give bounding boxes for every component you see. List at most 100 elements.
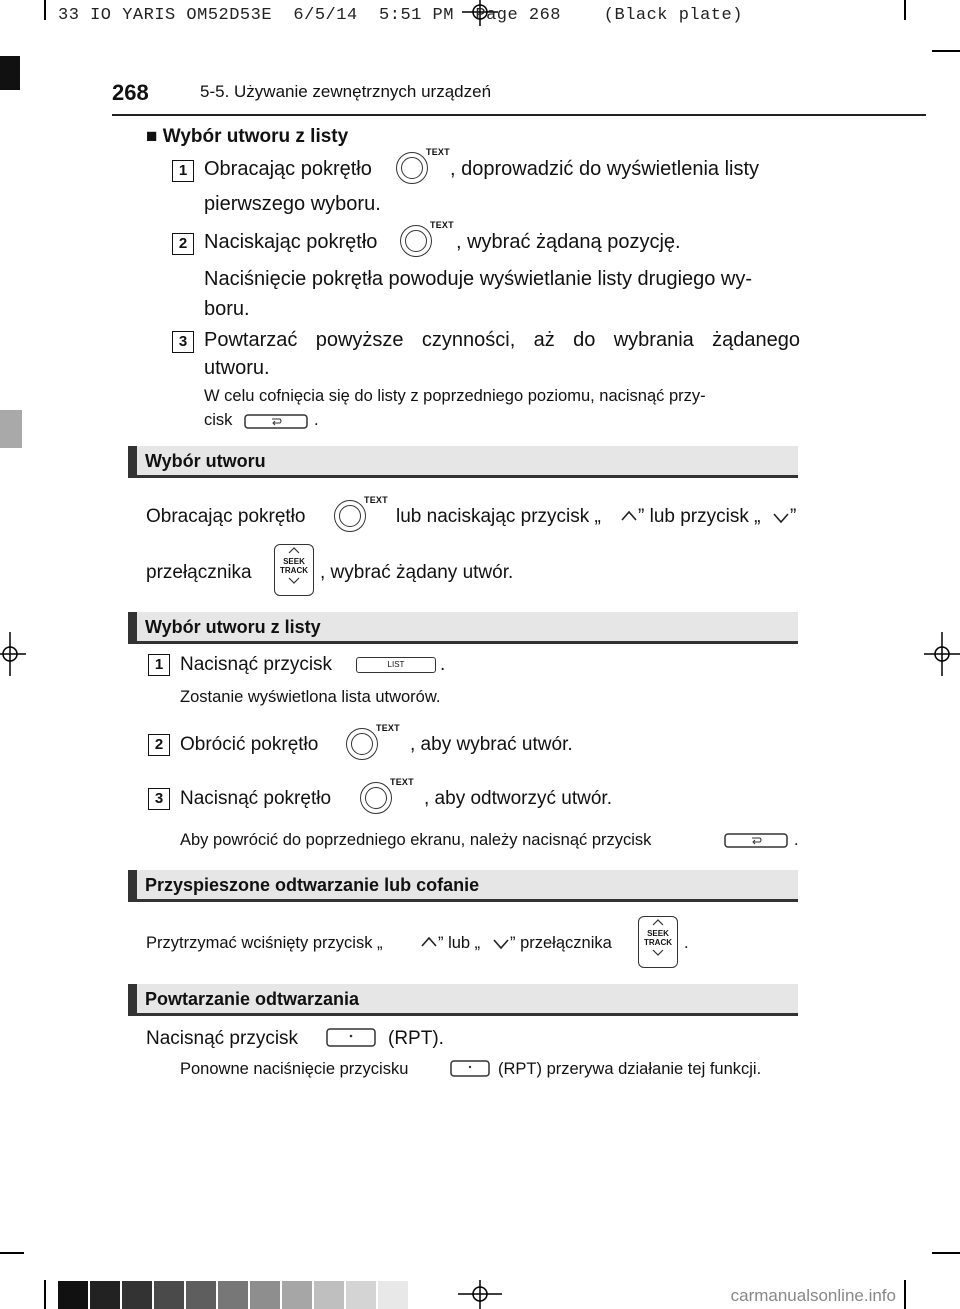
body-text: ” lub „ bbox=[438, 934, 481, 952]
body-text: . bbox=[684, 934, 689, 952]
rpt-button-icon bbox=[326, 1028, 376, 1047]
body-text: Przytrzymać wciśnięty przycisk „ bbox=[146, 934, 383, 952]
seek-track-switch-icon: SEEK TRACK bbox=[638, 916, 678, 968]
section-bar: Wybór utworu z listy bbox=[128, 612, 798, 644]
chapter-tab-grey bbox=[0, 410, 22, 448]
step-text: , aby odtworzyć utwór. bbox=[424, 788, 612, 809]
section-title: 5-5. Używanie zewnętrznych urządzeń bbox=[200, 82, 492, 101]
crop-mark bbox=[0, 1252, 24, 1254]
tune-knob-icon bbox=[334, 500, 366, 532]
crop-mark bbox=[904, 1280, 906, 1309]
registration-mark-icon bbox=[0, 632, 26, 676]
note-text: Zostanie wyświetlona lista utworów. bbox=[180, 688, 441, 706]
crop-mark bbox=[44, 0, 46, 20]
gauge-swatch bbox=[314, 1281, 344, 1309]
step-text: . bbox=[440, 654, 446, 675]
chevron-down-icon bbox=[773, 513, 789, 524]
section-bar: Wybór utworu bbox=[128, 446, 798, 478]
body-text: ” przełącznika bbox=[510, 934, 612, 952]
step-text: utworu. bbox=[204, 357, 270, 379]
step-text: Nacisnąć przycisk bbox=[180, 654, 333, 675]
knob-text-label: TEXT bbox=[376, 723, 400, 733]
step-text: , doprowadzić do wyświetlenia listy bbox=[450, 158, 760, 180]
back-button-icon bbox=[244, 414, 308, 429]
step-text: , wybrać żądaną pozycję. bbox=[456, 231, 681, 253]
body-text: przełącznika bbox=[146, 562, 252, 583]
subsection-heading: ■ Wybór utworu z listy bbox=[146, 126, 349, 147]
body-text: Nacisnąć przycisk bbox=[146, 1028, 299, 1049]
note-text: . bbox=[794, 831, 799, 849]
knob-text-label: TEXT bbox=[426, 147, 450, 157]
header-rule bbox=[112, 114, 926, 116]
crop-mark bbox=[932, 50, 960, 52]
step-number: 3 bbox=[172, 331, 194, 353]
gauge-swatch bbox=[90, 1281, 120, 1309]
step-text: Obracając pokrętło bbox=[204, 158, 372, 180]
section-heading: Powtarzanie odtwarzania bbox=[145, 989, 360, 1009]
note-text: . bbox=[314, 411, 319, 429]
step-text: Nacisnąć pokrętło bbox=[180, 788, 332, 809]
body-text: lub naciskając przycisk „ bbox=[396, 506, 601, 527]
tune-knob-icon bbox=[400, 225, 432, 257]
step-number: 2 bbox=[148, 734, 170, 756]
page-number: 268 bbox=[112, 80, 149, 105]
section-heading: Przyspieszone odtwarzanie lub cofanie bbox=[145, 875, 480, 895]
body-text: ” bbox=[790, 506, 797, 527]
square-bullet-icon: ■ bbox=[146, 126, 163, 147]
step-text: , aby wybrać utwór. bbox=[410, 734, 573, 755]
chevron-up-icon bbox=[288, 547, 300, 554]
gauge-swatch bbox=[378, 1281, 408, 1309]
knob-text-label: TEXT bbox=[390, 777, 414, 787]
registration-mark-icon bbox=[924, 632, 960, 676]
gauge-swatch bbox=[218, 1281, 248, 1309]
list-button-icon: LIST bbox=[356, 657, 436, 673]
section-heading: Wybór utworu z listy bbox=[145, 617, 321, 637]
gauge-swatch bbox=[186, 1281, 216, 1309]
step-text: pierwszego wyboru. bbox=[204, 193, 381, 215]
step-number: 2 bbox=[172, 233, 194, 255]
step-number: 1 bbox=[172, 160, 194, 182]
chevron-down-icon bbox=[493, 939, 509, 950]
rpt-button-icon bbox=[450, 1060, 490, 1077]
registration-mark-icon bbox=[458, 1280, 502, 1309]
body-text: ” lub przycisk „ bbox=[638, 506, 761, 527]
tune-knob-icon bbox=[396, 152, 428, 184]
back-button-icon bbox=[724, 833, 788, 848]
step-number: 3 bbox=[148, 788, 170, 810]
gauge-swatch bbox=[346, 1281, 376, 1309]
chevron-up-icon bbox=[652, 919, 664, 926]
registration-mark-icon bbox=[462, 0, 498, 26]
seek-label: SEEK bbox=[647, 929, 669, 938]
seek-track-switch-icon: SEEK TRACK bbox=[274, 544, 314, 596]
gauge-swatch bbox=[154, 1281, 184, 1309]
chevron-down-icon bbox=[652, 949, 664, 956]
section-bar: Przyspieszone odtwarzanie lub cofanie bbox=[128, 870, 798, 902]
section-bar: Powtarzanie odtwarzania bbox=[128, 984, 798, 1016]
gauge-swatch bbox=[122, 1281, 152, 1309]
crop-mark bbox=[932, 1252, 960, 1254]
chevron-up-icon bbox=[421, 936, 437, 947]
section-heading: Wybór utworu bbox=[145, 451, 266, 471]
body-text: (RPT). bbox=[388, 1028, 444, 1049]
note-text: (RPT) przerywa działanie tej funkcji. bbox=[498, 1060, 762, 1078]
crop-mark bbox=[904, 0, 906, 20]
step-number: 1 bbox=[148, 654, 170, 676]
step-text: Obrócić pokrętło bbox=[180, 734, 319, 755]
crop-mark bbox=[44, 1280, 46, 1309]
track-label: TRACK bbox=[644, 938, 672, 947]
gauge-swatch bbox=[282, 1281, 312, 1309]
chevron-down-icon bbox=[288, 577, 300, 584]
seek-label: SEEK bbox=[283, 557, 305, 566]
note-text: W celu cofnięcia się do listy z poprzedn… bbox=[204, 387, 706, 405]
knob-text-label: TEXT bbox=[430, 220, 454, 230]
note-text: cisk bbox=[204, 411, 233, 429]
body-text: Obracając pokrętło bbox=[146, 506, 306, 527]
chevron-up-icon bbox=[621, 510, 637, 521]
track-label: TRACK bbox=[280, 566, 308, 575]
print-slug: 33 IO YARIS OM52D53E 6/5/14 5:51 PM Page… bbox=[58, 6, 743, 25]
step-text: Naciśnięcie pokrętła powoduje wyświetlan… bbox=[204, 268, 753, 290]
step-text: Naciskając pokrętło bbox=[204, 231, 378, 253]
tune-knob-icon bbox=[360, 782, 392, 814]
watermark: carmanualsonline.info bbox=[730, 1286, 896, 1305]
chapter-tab bbox=[0, 56, 20, 90]
